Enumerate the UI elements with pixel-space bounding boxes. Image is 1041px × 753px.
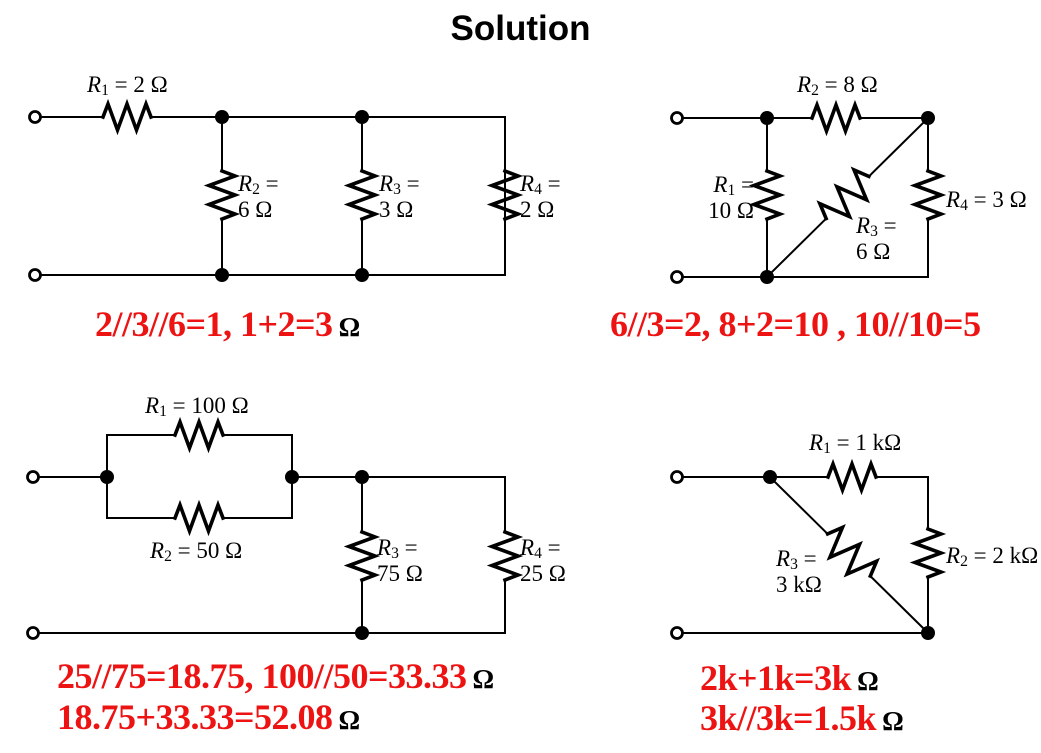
resistor-icon (752, 169, 782, 221)
junction-dots (100, 470, 369, 640)
diagonal-resistor (765, 116, 930, 279)
resistor-icon (810, 103, 862, 133)
resistor-icon (913, 169, 943, 221)
terminal-icon (26, 626, 40, 640)
c2-r2-label: R2 = 8 Ω (797, 72, 878, 99)
circuit1-diagram (28, 102, 520, 282)
c4-r3-label: R3 = 3 kΩ (776, 546, 822, 597)
c2-result: 6//3=2, 8+2=10 , 10//10=5 (610, 304, 981, 344)
c3-r1-label: R1 = 100 Ω (145, 393, 249, 420)
circuit3-diagram (26, 420, 520, 640)
resistor-icon (173, 420, 225, 450)
terminal-icon (670, 626, 684, 640)
c2-r3-label: R3 = 6 Ω (856, 213, 897, 264)
page-title: Solution (450, 9, 591, 48)
resistor-icon (347, 530, 377, 582)
c4-r1-label: R1 = 1 kΩ (809, 430, 902, 457)
c2-r1-label: R1 = 10 Ω (708, 172, 754, 223)
c2-r4-label: R4 = 3 Ω (946, 187, 1027, 214)
terminal-icon (28, 110, 42, 124)
resistor-icon (826, 462, 878, 492)
resistor-icon (347, 169, 377, 221)
c3-r3-label: R3 = 75 Ω (377, 535, 423, 586)
c1-r3-label: R3 = 3 Ω (379, 171, 420, 222)
terminal-icon (670, 111, 684, 125)
junction-dots (215, 110, 369, 282)
circuit4-diagram (670, 462, 943, 640)
diagonal-resistor (768, 475, 930, 635)
c3-r2-label: R2 = 50 Ω (150, 538, 243, 565)
c4-r2-label: R2 = 2 kΩ (946, 543, 1039, 570)
terminal-icon (670, 470, 684, 484)
terminal-icon (28, 268, 42, 282)
terminal-icon (670, 270, 684, 284)
resistor-icon (173, 503, 225, 533)
resistor-icon (207, 169, 237, 221)
junction-dots (760, 111, 935, 284)
resistor-icon (101, 102, 153, 132)
resistor-icon (913, 527, 943, 579)
resistor-icon (490, 530, 520, 582)
c1-r1-label: R1 = 2 Ω (87, 72, 168, 99)
c3-r4-label: R4 = 25 Ω (520, 535, 566, 586)
terminal-icon (26, 470, 40, 484)
c1-r2-label: R2 = 6 Ω (238, 171, 279, 222)
c1-r4-label: R4 = 2 Ω (520, 171, 561, 222)
junction-dots (763, 470, 935, 640)
circuit2-diagram (670, 103, 943, 284)
